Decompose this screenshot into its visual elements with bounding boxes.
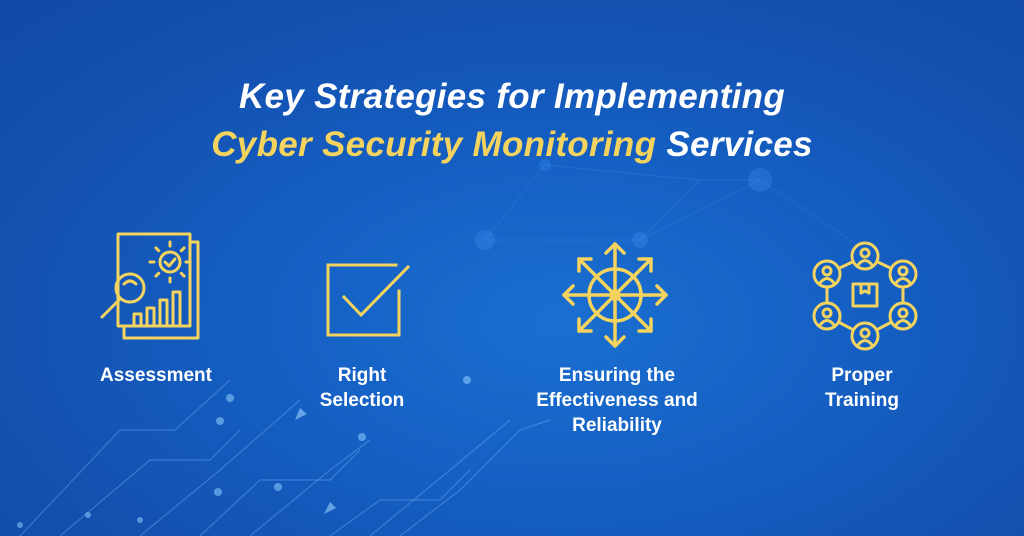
checkbox-check-icon [326, 263, 411, 337]
arrows-wheel-icon [562, 242, 668, 348]
title-line-1: Key Strategies for Implementing [238, 77, 786, 116]
strategy-label: Right Selection [319, 365, 405, 411]
page-title: Key Strategies for Implementing Cyber Se… [0, 73, 1024, 169]
assessment-report-icon [100, 232, 200, 340]
strategy-label: Ensuring the Effectiveness and Reliabili… [536, 365, 698, 436]
strategy-label: Proper Training [825, 365, 899, 411]
title-line-2-rest: Services [656, 125, 813, 164]
people-network-icon [812, 241, 918, 351]
strategy-label: Assessment [100, 365, 212, 386]
title-highlight: Cyber Security Monitoring [211, 125, 657, 164]
title-line-2: Cyber Security Monitoring Services [0, 121, 1024, 169]
